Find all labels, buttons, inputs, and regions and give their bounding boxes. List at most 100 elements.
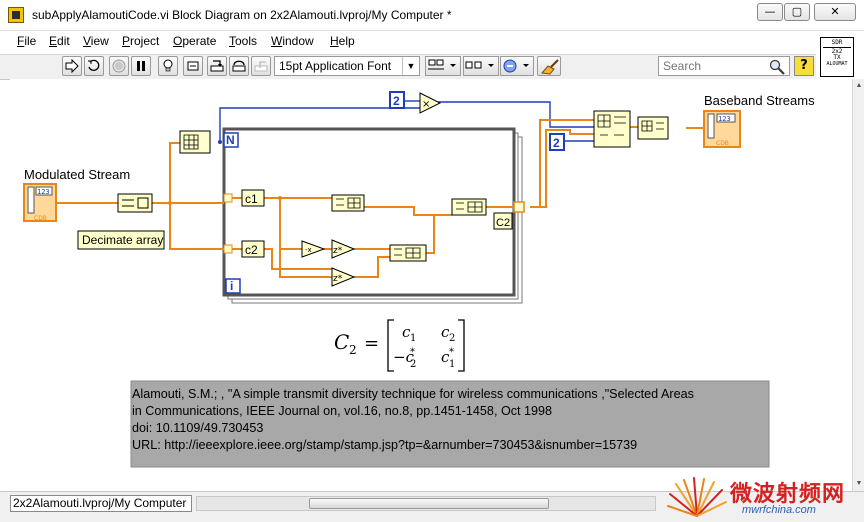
baseband-cdb-label: CDB [716, 140, 729, 147]
const-2-top[interactable] [389, 91, 405, 109]
maximize-button[interactable]: ▢ [784, 3, 810, 21]
eq-r1c1-sub: 1 [410, 333, 416, 344]
output-tunnel[interactable] [513, 201, 525, 213]
loop-count-terminal[interactable] [223, 132, 239, 148]
reference-line-4: URL: http://ieeexplore.ieee.org/stamp/st… [132, 438, 637, 452]
pause-button[interactable] [131, 56, 151, 76]
const-2-top-label: 2 [393, 94, 400, 108]
pause-icon [137, 61, 145, 71]
align-objects-button[interactable] [425, 56, 461, 76]
cdb-wires [54, 119, 704, 278]
left-bracket [387, 319, 394, 372]
reshape-array-node[interactable] [593, 110, 631, 148]
run-continuously-button[interactable] [84, 56, 104, 76]
horizontal-scroll-thumb[interactable] [309, 498, 549, 509]
menu-project[interactable]: Project [122, 34, 159, 48]
menu-bar: File Edit View Project Operate Tools Win… [0, 31, 816, 53]
conjugate-node-1[interactable] [331, 239, 356, 259]
menu-operate-accel: O [173, 34, 183, 48]
c2-label-box [241, 240, 265, 258]
labview-app-icon [8, 7, 24, 23]
modulated-cdb-label: CDB [34, 215, 47, 222]
abort-button[interactable] [109, 56, 129, 76]
reference-line-3: doi: 10.1109/49.730453 [132, 421, 263, 435]
horizontal-scrollbar[interactable] [196, 496, 656, 511]
eq-r2c1-sub: 2 [410, 359, 416, 370]
distribute-objects-button[interactable] [463, 56, 499, 76]
menu-tools[interactable]: Tools [229, 34, 257, 48]
font-select[interactable]: 15pt Application Font ▼ [274, 56, 420, 76]
vertical-scrollbar[interactable]: ▲ ▼ [852, 79, 864, 491]
menu-operate[interactable]: Operate [173, 34, 216, 48]
product-wire [438, 101, 596, 128]
lightbulb-icon [163, 59, 173, 72]
eq-equals: = [364, 333, 379, 354]
scroll-up-arrow-icon[interactable]: ▲ [855, 82, 863, 89]
menu-tools-accel: T [229, 34, 235, 48]
project-path-field[interactable]: 2x2Alamouti.lvproj/My Computer [10, 495, 192, 512]
vi-icon[interactable]: SDR 2x2 TX ALOUMAT [820, 37, 854, 77]
reference-line-1: Alamouti, S.M.; , "A simple transmit div… [132, 387, 694, 401]
status-bar: 2x2Alamouti.lvproj/My Computer [0, 491, 864, 522]
conjugate-symbol-2: z* [333, 274, 343, 284]
align-objects-icon [428, 59, 456, 70]
step-into-icon [210, 60, 224, 72]
highlight-execution-button[interactable] [158, 56, 178, 76]
vi-icon-line4: ALOUMAT [826, 61, 848, 67]
menu-edit-accel: E [49, 34, 58, 48]
numeric-display [35, 186, 53, 196]
block-diagram-canvas[interactable]: N i [10, 79, 852, 491]
iteration-terminal[interactable] [225, 278, 241, 294]
menu-help-rest: elp [338, 34, 355, 48]
search-icon[interactable] [769, 59, 785, 75]
transpose-array-node[interactable] [637, 116, 669, 140]
context-help-button[interactable]: ? [794, 56, 814, 76]
reorder-icon [503, 59, 529, 73]
wire-junction [168, 201, 172, 205]
minimize-button[interactable]: — [757, 3, 783, 21]
search-input[interactable] [661, 58, 769, 74]
negate-node[interactable] [301, 240, 326, 258]
step-into-button[interactable] [207, 56, 227, 76]
run-button[interactable] [62, 56, 82, 76]
menu-edit[interactable]: Edit [49, 34, 70, 48]
menu-view[interactable]: View [83, 34, 109, 48]
clean-up-broom-icon [541, 59, 559, 75]
search-box[interactable] [658, 56, 790, 76]
step-over-icon [232, 60, 246, 72]
decimate-array-node[interactable] [117, 193, 153, 213]
build-array-icon [336, 197, 361, 209]
step-out-button[interactable] [251, 56, 271, 76]
modulated-num-label: 123 [37, 188, 50, 196]
run-continuously-icon [88, 59, 100, 71]
close-button[interactable]: ✕ [814, 3, 856, 21]
menu-help[interactable]: Help [330, 34, 355, 48]
array-size-icon [183, 134, 199, 150]
step-over-button[interactable] [229, 56, 249, 76]
run-arrow-icon [65, 59, 79, 73]
scroll-down-arrow-icon[interactable]: ▼ [855, 480, 863, 487]
reorder-button[interactable] [500, 56, 534, 76]
toolbar: 15pt Application Font ▼ ? [0, 54, 816, 80]
wire-junction [218, 140, 222, 144]
transpose-icon [641, 120, 664, 132]
distribute-objects-icon [465, 61, 494, 69]
abort-stop-icon [112, 59, 126, 73]
conjugate-node-2[interactable] [331, 267, 356, 287]
iteration-label: i [230, 279, 233, 293]
eq-r2c1-sup: * [410, 347, 415, 358]
numeric-display [716, 113, 736, 123]
multiply-node[interactable] [419, 92, 442, 114]
input-tunnel-c2[interactable] [223, 244, 233, 254]
eq-r2c2-sub: 1 [449, 359, 455, 370]
menu-window[interactable]: Window [271, 34, 314, 48]
array-size-node[interactable] [179, 130, 211, 154]
reference-note-box[interactable] [130, 380, 770, 468]
retain-wire-values-button[interactable] [183, 56, 203, 76]
input-tunnel-c1[interactable] [223, 193, 233, 203]
window-title: subApplyAlamoutiCode.vi Block Diagram on… [32, 8, 452, 22]
negate-symbol: -x [305, 246, 312, 254]
clean-up-diagram-button[interactable] [537, 56, 561, 76]
menu-file[interactable]: File [17, 34, 36, 48]
const-2-mid[interactable] [549, 133, 565, 151]
